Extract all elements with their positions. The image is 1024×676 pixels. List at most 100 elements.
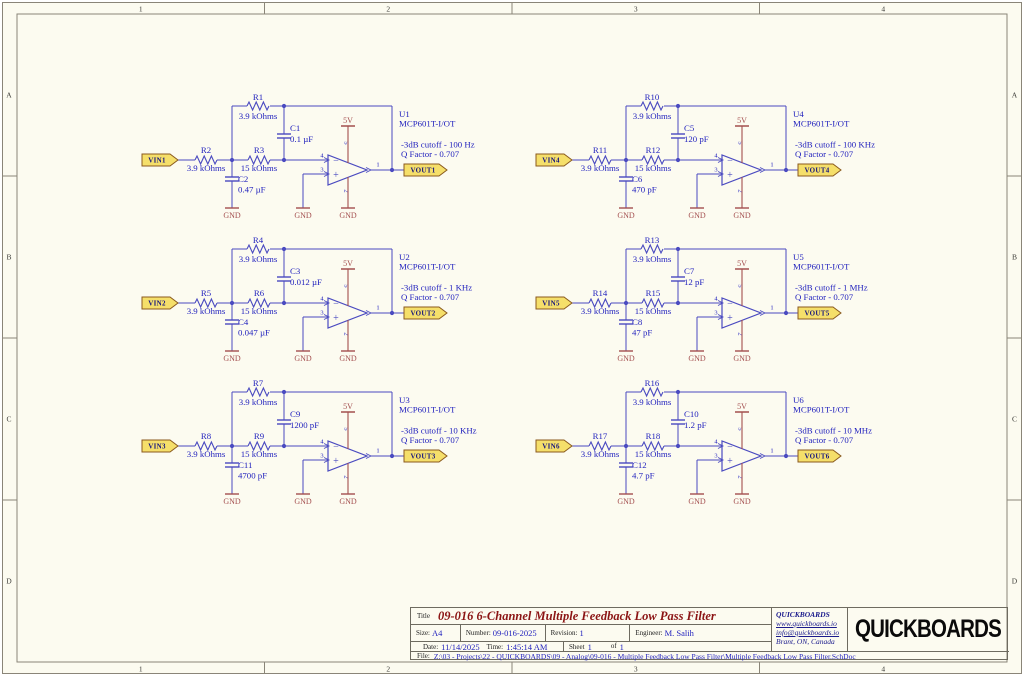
value-text: 0.012 µF	[290, 277, 322, 287]
junction-dot	[783, 310, 789, 316]
power-5v-symbol[interactable]: 5V	[341, 259, 355, 306]
capacitor-C12[interactable]	[619, 462, 633, 468]
resistor-R11[interactable]	[588, 154, 612, 166]
port-VIN6[interactable]: VIN6	[535, 439, 573, 453]
capacitor-C5[interactable]	[671, 133, 685, 139]
zone-column-label: 3	[634, 5, 638, 14]
resistor-R15[interactable]	[641, 297, 665, 309]
zone-row-label: B	[6, 253, 11, 262]
power-5v-label: 5V	[737, 402, 747, 411]
power-5v-symbol[interactable]: 5V	[735, 402, 749, 449]
junction-dot	[675, 443, 681, 449]
resistor-R17[interactable]	[588, 440, 612, 452]
capacitor-C11[interactable]	[225, 462, 239, 468]
value-text: 3.9 kOhms	[581, 306, 620, 316]
gnd-symbol[interactable]: GND	[294, 493, 312, 506]
port-VIN5[interactable]: VIN5	[535, 296, 573, 310]
resistor-R18[interactable]	[641, 440, 665, 452]
gnd-symbol[interactable]: GND	[294, 207, 312, 220]
gnd-symbol[interactable]: GND	[688, 350, 706, 363]
pin-arrow-icon	[717, 457, 725, 463]
resistor-R13[interactable]	[640, 243, 664, 255]
power-5v-symbol[interactable]: 5V	[341, 116, 355, 163]
cutoff-note-text: -3dB cutoff - 10 KHz	[401, 426, 477, 436]
capacitor-C1[interactable]	[277, 133, 291, 139]
gnd-label: GND	[223, 354, 241, 363]
gnd-label: GND	[688, 211, 706, 220]
designator-text: C7	[684, 266, 695, 276]
gnd-symbol[interactable]: GND	[733, 207, 751, 220]
capacitor-C10[interactable]	[671, 419, 685, 425]
resistor-R7[interactable]	[246, 386, 270, 398]
gnd-symbol[interactable]: GND	[688, 207, 706, 220]
gnd-label: GND	[733, 497, 751, 506]
resistor-R3[interactable]	[247, 154, 271, 166]
gnd-symbol[interactable]: GND	[294, 350, 312, 363]
port-label: VOUT6	[804, 453, 829, 461]
resistor-R12[interactable]	[641, 154, 665, 166]
resistor-R1[interactable]	[246, 100, 270, 112]
capacitor-C9[interactable]	[277, 419, 291, 425]
capacitor-C4[interactable]	[225, 319, 239, 325]
port-VOUT4[interactable]: VOUT4	[797, 163, 842, 177]
value-text: 0.47 µF	[238, 185, 266, 195]
junction-dot	[675, 246, 681, 252]
gnd-symbol[interactable]: GND	[339, 493, 357, 506]
pin-arrow-icon	[717, 314, 725, 320]
port-VOUT2[interactable]: VOUT2	[403, 306, 448, 320]
gnd-symbol[interactable]: GND	[617, 350, 635, 363]
pin-arrow-icon	[323, 157, 331, 163]
opamp-noninverting-sign: +	[727, 170, 733, 181]
designator-text: U1	[399, 109, 410, 119]
zone-row-label: D	[6, 577, 12, 586]
resistor-R9[interactable]	[247, 440, 271, 452]
designator-text: U3	[399, 395, 410, 405]
resistor-R6[interactable]	[247, 297, 271, 309]
size-label: Size:	[416, 629, 430, 637]
gnd-symbol[interactable]: GND	[339, 207, 357, 220]
gnd-symbol[interactable]: GND	[733, 493, 751, 506]
power-5v-symbol[interactable]: 5V	[735, 259, 749, 306]
resistor-R5[interactable]	[194, 297, 218, 309]
designator-text: C5	[684, 123, 695, 133]
gnd-symbol[interactable]: GND	[223, 350, 241, 363]
pin-arrow-icon	[717, 443, 725, 449]
gnd-symbol[interactable]: GND	[223, 493, 241, 506]
gnd-symbol[interactable]: GND	[617, 207, 635, 220]
capacitor-C7[interactable]	[671, 276, 685, 282]
resistor-R14[interactable]	[588, 297, 612, 309]
port-VOUT6[interactable]: VOUT6	[797, 449, 842, 463]
gnd-symbol[interactable]: GND	[688, 493, 706, 506]
gnd-symbol[interactable]: GND	[339, 350, 357, 363]
port-VOUT1[interactable]: VOUT1	[403, 163, 448, 177]
resistor-R10[interactable]	[640, 100, 664, 112]
capacitor-C8[interactable]	[619, 319, 633, 325]
gnd-symbol[interactable]: GND	[223, 207, 241, 220]
resistor-R16[interactable]	[640, 386, 664, 398]
resistor-R8[interactable]	[194, 440, 218, 452]
gnd-symbol[interactable]: GND	[733, 350, 751, 363]
port-VIN2[interactable]: VIN2	[141, 296, 179, 310]
gnd-symbol[interactable]: GND	[617, 493, 635, 506]
date-label: Date:	[423, 642, 439, 651]
power-5v-symbol[interactable]: 5V	[735, 116, 749, 163]
port-VIN3[interactable]: VIN3	[141, 439, 179, 453]
capacitor-C6[interactable]	[619, 176, 633, 182]
designator-text: R4	[253, 235, 264, 245]
time-value: 1:45:14 AM	[506, 641, 548, 652]
company-name: QUICKBOARDS	[776, 610, 830, 619]
value-text: 3.9 kOhms	[239, 254, 278, 264]
capacitor-C2[interactable]	[225, 176, 239, 182]
port-VIN4[interactable]: VIN4	[535, 153, 573, 167]
port-VOUT3[interactable]: VOUT3	[403, 449, 448, 463]
port-VOUT5[interactable]: VOUT5	[797, 306, 842, 320]
resistor-R2[interactable]	[194, 154, 218, 166]
resistor-R4[interactable]	[246, 243, 270, 255]
zone-column-label: 4	[881, 5, 885, 14]
port-VIN1[interactable]: VIN1	[141, 153, 179, 167]
power-5v-symbol[interactable]: 5V	[341, 402, 355, 449]
gnd-label: GND	[617, 211, 635, 220]
capacitor-C3[interactable]	[277, 276, 291, 282]
